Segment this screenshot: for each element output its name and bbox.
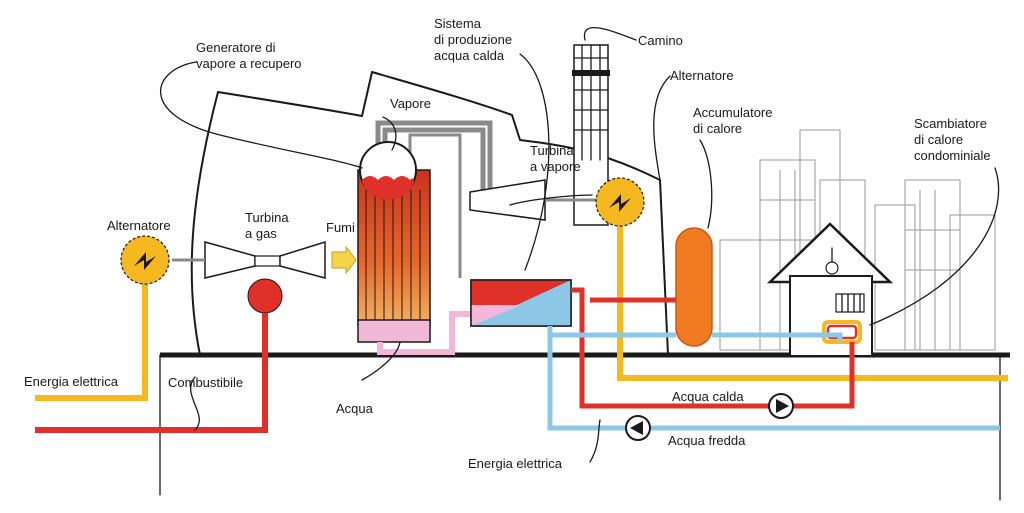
gas-turbine	[172, 240, 357, 279]
hot-water-line	[571, 287, 855, 409]
label-combustibile: Combustibile	[168, 375, 243, 390]
steam-return-pipe	[408, 133, 462, 278]
label-generatore-2: vapore a recupero	[196, 56, 302, 71]
label-sistema-1: Sistema	[434, 16, 482, 31]
plant-building-outline	[190, 71, 669, 356]
steam-turbine	[469, 179, 600, 221]
condominium-house	[766, 222, 894, 357]
pump-icon	[625, 415, 651, 441]
label-camino: Camino	[638, 33, 683, 48]
label-vapore: Vapore	[390, 96, 431, 111]
label-scambiatore-3: condominiale	[914, 148, 991, 163]
electric-line-right	[617, 226, 1008, 381]
label-alternatore-left: Alternatore	[107, 218, 171, 233]
label-energia-elettrica-bottom: Energia elettrica	[468, 456, 563, 471]
label-scambiatore-1: Scambiatore	[914, 116, 987, 131]
water-pipe	[377, 311, 472, 355]
leader-lines	[160, 26, 1000, 463]
alternator-icon	[595, 177, 645, 227]
light-bulb-icon	[825, 247, 839, 275]
label-acqua-fredda: Acqua fredda	[668, 433, 746, 448]
label-turbina-gas-1: Turbina	[245, 210, 289, 225]
label-fumi: Fumi	[326, 220, 355, 235]
radiator-icon	[835, 293, 865, 313]
alternator-icon	[120, 235, 170, 285]
fuel-burner	[247, 278, 283, 314]
label-acqua: Acqua	[336, 401, 374, 416]
heat-recovery-boiler	[357, 141, 431, 343]
label-sistema-3: acqua calda	[434, 48, 505, 63]
label-alternatore-top: Alternatore	[670, 68, 734, 83]
label-generatore-1: Generatore di	[196, 40, 276, 55]
label-accumulatore-2: di calore	[693, 121, 742, 136]
label-turbina-vapore-2: a vapore	[530, 159, 581, 174]
cold-water-line	[547, 326, 1000, 431]
label-sistema-2: di produzione	[434, 32, 512, 47]
label-accumulatore-1: Accumulatore	[693, 105, 772, 120]
electric-line-left	[35, 282, 148, 401]
heat-accumulator	[675, 227, 713, 347]
label-turbina-gas-2: a gas	[245, 226, 277, 241]
label-energia-elettrica-left: Energia elettrica	[24, 374, 119, 389]
hot-water-system	[470, 279, 572, 327]
label-scambiatore-2: di calore	[914, 132, 963, 147]
pump-icon	[768, 393, 794, 419]
label-turbina-vapore-1: Turbina	[530, 143, 574, 158]
fuel-line	[35, 313, 268, 433]
label-acqua-calda: Acqua calda	[672, 389, 744, 404]
